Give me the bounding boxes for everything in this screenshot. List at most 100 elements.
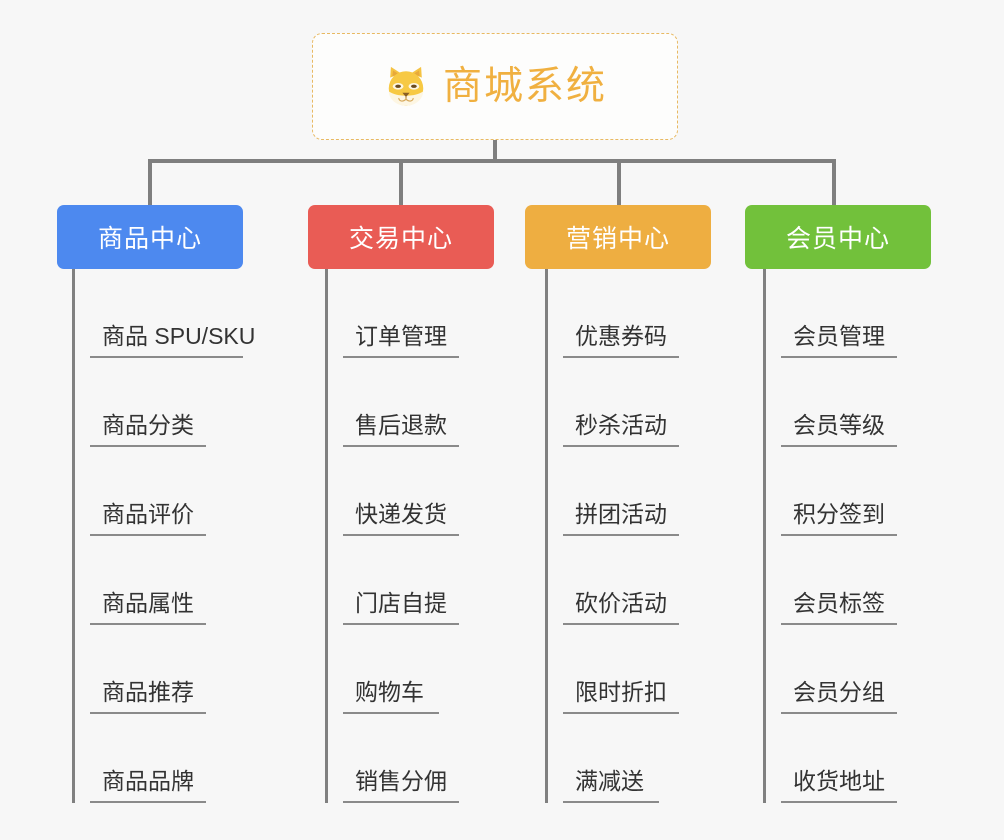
category-column: 营销中心优惠券码秒杀活动拼团活动砍价活动限时折扣满减送 [525,205,711,803]
branch-spine [72,269,75,803]
leaf-item[interactable]: 会员分组 [745,625,931,714]
leaf-item[interactable]: 商品分类 [57,358,243,447]
leaf-item[interactable]: 商品推荐 [57,625,243,714]
leaf-item-label: 会员等级 [793,412,885,438]
leaf-item-underline: 商品分类 [90,414,206,447]
leaf-item-underline: 商品品牌 [90,770,206,803]
leaf-item-label: 收货地址 [793,768,885,794]
leaf-item[interactable]: 会员等级 [745,358,931,447]
category-items: 优惠券码秒杀活动拼团活动砍价活动限时折扣满减送 [525,269,711,803]
leaf-item-label: 商品分类 [102,412,194,438]
leaf-item-underline: 售后退款 [343,414,459,447]
leaf-item-label: 商品品牌 [102,768,194,794]
leaf-item-underline: 收货地址 [781,770,897,803]
leaf-item-underline: 购物车 [343,681,439,714]
leaf-item-label: 会员标签 [793,590,885,616]
leaf-item-underline: 会员分组 [781,681,897,714]
leaf-item[interactable]: 优惠券码 [525,269,711,358]
leaf-item-underline: 砍价活动 [563,592,679,625]
branch-spine [763,269,766,803]
leaf-item[interactable]: 门店自提 [308,536,494,625]
leaf-item[interactable]: 快递发货 [308,447,494,536]
connector-drop-2 [399,159,403,205]
category-header-3[interactable]: 营销中心 [525,205,711,269]
category-items: 会员管理会员等级积分签到会员标签会员分组收货地址 [745,269,931,803]
category-label: 商品中心 [97,225,202,253]
branch-spine [325,269,328,803]
leaf-item[interactable]: 售后退款 [308,358,494,447]
leaf-item-label: 商品属性 [102,590,194,616]
leaf-item-underline: 销售分佣 [343,770,459,803]
category-header-2[interactable]: 交易中心 [308,205,494,269]
leaf-item-label: 秒杀活动 [575,412,667,438]
leaf-item-underline: 限时折扣 [563,681,679,714]
leaf-item-underline: 秒杀活动 [563,414,679,447]
leaf-item-label: 订单管理 [355,323,447,349]
category-column: 交易中心订单管理售后退款快递发货门店自提购物车销售分佣 [308,205,494,803]
category-items: 订单管理售后退款快递发货门店自提购物车销售分佣 [308,269,494,803]
leaf-item-underline: 优惠券码 [563,325,679,358]
leaf-item-label: 销售分佣 [355,768,447,794]
connector-horizontal-bus [148,159,836,163]
leaf-item-label: 售后退款 [355,412,447,438]
leaf-item-label: 会员管理 [793,323,885,349]
leaf-item-underline: 积分签到 [781,503,897,536]
leaf-item[interactable]: 满减送 [525,714,711,803]
leaf-item[interactable]: 商品 SPU/SKU [57,269,255,358]
leaf-item[interactable]: 商品属性 [57,536,243,625]
leaf-item[interactable]: 限时折扣 [525,625,711,714]
leaf-item-label: 商品评价 [102,501,194,527]
leaf-item[interactable]: 购物车 [308,625,494,714]
category-label: 交易中心 [348,225,453,253]
leaf-item[interactable]: 订单管理 [308,269,494,358]
category-label: 会员中心 [785,225,890,253]
root-title: 商城系统 [442,65,607,108]
leaf-item[interactable]: 积分签到 [745,447,931,536]
leaf-item-label: 砍价活动 [575,590,667,616]
root-node[interactable]: 商城系统 [312,33,678,140]
leaf-item-underline: 商品推荐 [90,681,206,714]
leaf-item-label: 满减送 [575,768,644,794]
category-label: 营销中心 [565,225,670,253]
category-items: 商品 SPU/SKU 商品分类商品评价商品属性商品推荐商品品牌 [57,269,255,803]
leaf-item-underline: 会员管理 [781,325,897,358]
leaf-item-underline: 门店自提 [343,592,459,625]
leaf-item-label: 快递发货 [355,501,447,527]
leaf-item-underline: 商品属性 [90,592,206,625]
leaf-item[interactable]: 秒杀活动 [525,358,711,447]
leaf-item-label: 拼团活动 [575,501,667,527]
leaf-item-underline: 商品评价 [90,503,206,536]
leaf-item[interactable]: 商品品牌 [57,714,243,803]
leaf-item[interactable]: 砍价活动 [525,536,711,625]
leaf-item[interactable]: 销售分佣 [308,714,494,803]
connector-drop-3 [617,159,621,205]
leaf-item[interactable]: 商品评价 [57,447,243,536]
category-column: 会员中心会员管理会员等级积分签到会员标签会员分组收货地址 [745,205,931,803]
category-header-1[interactable]: 商品中心 [57,205,243,269]
connector-root-stem [493,140,497,162]
leaf-item-label: 商品推荐 [102,679,194,705]
leaf-item[interactable]: 会员标签 [745,536,931,625]
leaf-item-label: 限时折扣 [575,679,667,705]
branch-spine [545,269,548,803]
leaf-item-label: 会员分组 [793,679,885,705]
leaf-item-underline: 快递发货 [343,503,459,536]
leaf-item-underline: 满减送 [563,770,659,803]
leaf-item[interactable]: 收货地址 [745,714,931,803]
leaf-item-label: 优惠券码 [575,323,667,349]
leaf-item-label: 门店自提 [355,590,447,616]
leaf-item[interactable]: 拼团活动 [525,447,711,536]
leaf-item-underline: 会员等级 [781,414,897,447]
leaf-item-label: 积分签到 [793,501,885,527]
leaf-item-label: 商品 SPU/SKU [102,323,256,349]
leaf-item-underline: 商品 SPU/SKU [90,325,255,358]
connector-drop-4 [832,159,836,205]
leaf-item-underline: 订单管理 [343,325,459,358]
category-column: 商品中心商品 SPU/SKU 商品分类商品评价商品属性商品推荐商品品牌 [57,205,255,803]
connector-drop-1 [148,159,152,205]
leaf-item[interactable]: 会员管理 [745,269,931,358]
leaf-item-underline: 拼团活动 [563,503,679,536]
leaf-item-underline: 会员标签 [781,592,897,625]
category-header-4[interactable]: 会员中心 [745,205,931,269]
